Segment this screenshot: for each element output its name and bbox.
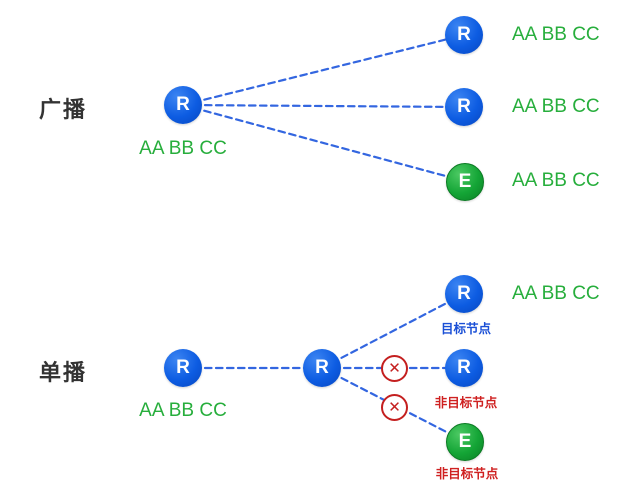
- unicast-nontarget-router-node: R: [445, 349, 483, 387]
- broadcast-target-end-node: E: [446, 163, 484, 201]
- broadcast-source-router-node: R: [164, 86, 202, 124]
- unicast-source-router-node: R: [164, 349, 202, 387]
- broadcast-link-2: [181, 103, 466, 109]
- broadcast-source-address: AA BB CC: [139, 138, 227, 159]
- unicast-nontarget-end-node: E: [446, 423, 484, 461]
- node-letter: R: [176, 94, 190, 115]
- node-letter: R: [176, 357, 190, 378]
- unicast-target-router-node: R: [445, 275, 483, 313]
- node-letter: E: [458, 431, 472, 452]
- cross-icon: ✕: [388, 360, 401, 377]
- nontarget-node-tag-1: 非目标节点: [434, 396, 498, 410]
- node-letter: R: [457, 96, 471, 117]
- node-letter: R: [457, 283, 471, 304]
- target-node-tag: 目标节点: [440, 322, 491, 336]
- nontarget-node-tag-2: 非目标节点: [435, 467, 499, 481]
- broadcast-link-3: [181, 103, 466, 183]
- blocked-path-icon: ✕: [381, 355, 408, 382]
- broadcast-link-1: [181, 33, 466, 107]
- broadcast-target-address-1: AA BB CC: [512, 24, 600, 45]
- broadcast-target-router-node-1: R: [445, 16, 483, 54]
- unicast-target-address: AA BB CC: [512, 283, 600, 304]
- node-letter: R: [457, 357, 471, 378]
- node-letter: R: [315, 357, 329, 378]
- unicast-link-target: [320, 292, 466, 370]
- cross-icon: ✕: [388, 399, 401, 416]
- broadcast-target-address-2: AA BB CC: [512, 96, 600, 117]
- unicast-source-address: AA BB CC: [139, 400, 227, 421]
- unicast-relay-router-node: R: [303, 349, 341, 387]
- node-letter: R: [457, 24, 471, 45]
- broadcast-target-address-3: AA BB CC: [512, 170, 600, 191]
- blocked-path-icon: ✕: [381, 394, 408, 421]
- broadcast-section-title: 广播: [38, 97, 87, 122]
- node-letter: E: [458, 171, 472, 192]
- unicast-section-title: 单播: [38, 360, 87, 385]
- broadcast-target-router-node-2: R: [445, 88, 483, 126]
